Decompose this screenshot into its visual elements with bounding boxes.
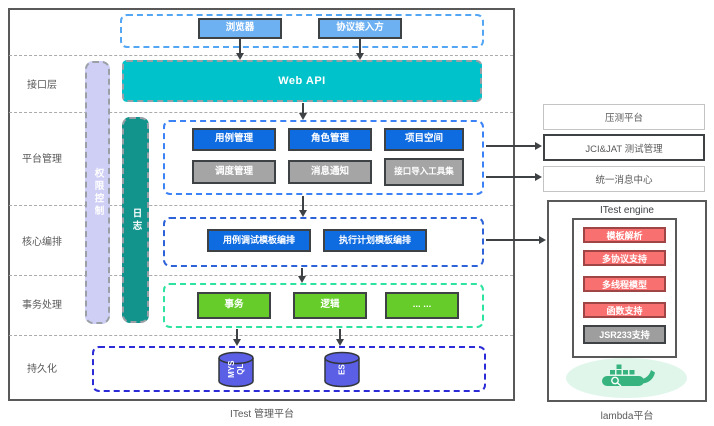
transaction-node: 事务 (197, 292, 271, 319)
log-bar: 日志 (122, 117, 149, 323)
es-label: ES (337, 364, 347, 375)
mysql-label: MYSQL (226, 360, 245, 379)
arrow-orchestration-to-transaction (298, 268, 306, 283)
multi-thread-model-node: 多线程模型 (583, 276, 666, 292)
jci-jat-test-management-node: JCI&JAT 测试管理 (543, 134, 705, 161)
template-parsing-node: 模板解析 (583, 227, 666, 243)
layer-label-platform-mgmt: 平台管理 (22, 153, 62, 165)
jsr233-support-node: JSR233支持 (583, 325, 666, 344)
permission-control-bar: 权限控制 (85, 61, 110, 324)
stress-test-platform-node: 压测平台 (543, 104, 705, 130)
more-modules-node: ... ... (385, 292, 459, 319)
role-management-node: 角色管理 (288, 128, 372, 151)
logic-node: 逻辑 (293, 292, 367, 319)
layer-label-transaction: 事务处理 (22, 299, 62, 311)
protocol-access-node: 协议接入方 (318, 18, 402, 39)
arrow-platform-to-orchestration (299, 196, 307, 217)
layer-label-persistence: 持久化 (27, 363, 57, 375)
arrow-platform-to-message-center (486, 173, 542, 181)
platform-management-zone (163, 120, 484, 195)
browser-node: 浏览器 (198, 18, 282, 39)
persistence-zone (92, 346, 486, 392)
itest-platform-caption: ITest 管理平台 (230, 408, 294, 420)
database-cylinder-icon (218, 351, 254, 388)
function-support-node: 函数支持 (583, 302, 666, 318)
mysql-datastore: MYSQL (216, 351, 256, 388)
execution-plan-template-node: 执行计划模板编排 (323, 229, 427, 252)
arrow-browser-to-webapi (236, 39, 244, 60)
usecase-management-node: 用例管理 (192, 128, 276, 151)
layer-divider (9, 275, 513, 276)
arrow-to-mysql (233, 329, 241, 346)
schedule-management-node: 调度管理 (192, 160, 276, 184)
web-api-bar: Web API (122, 60, 482, 102)
es-datastore: ES (322, 351, 362, 388)
transaction-zone (163, 283, 484, 328)
arrow-protocol-to-webapi (356, 39, 364, 60)
layer-divider (9, 205, 513, 206)
layer-label-core-orchestration: 核心编排 (22, 236, 62, 248)
message-notification-node: 消息通知 (288, 160, 372, 184)
layer-divider (9, 55, 513, 56)
layer-label-interface: 接口层 (27, 79, 57, 91)
layer-divider (9, 112, 513, 113)
docker-whale-icon (598, 362, 656, 394)
core-orchestration-zone (163, 217, 484, 267)
arrow-to-es (336, 329, 344, 346)
arrow-platform-to-jci (486, 142, 542, 150)
unified-message-center-node: 统一消息中心 (543, 166, 705, 192)
layer-divider (9, 335, 513, 336)
database-cylinder-icon (324, 351, 360, 388)
usecase-debug-template-node: 用例调试模板编排 (207, 229, 311, 252)
api-import-toolset-node: 接口导入工具集 (384, 158, 464, 186)
project-space-node: 项目空间 (384, 128, 464, 151)
lambda-platform-caption: lambda平台 (600, 410, 654, 422)
client-zone (120, 14, 484, 48)
itest-engine-title: ITest engine (600, 204, 654, 216)
arrow-webapi-to-platform (299, 103, 307, 120)
multi-protocol-support-node: 多协议支持 (583, 250, 666, 266)
arrow-orchestration-to-engine (486, 236, 546, 244)
